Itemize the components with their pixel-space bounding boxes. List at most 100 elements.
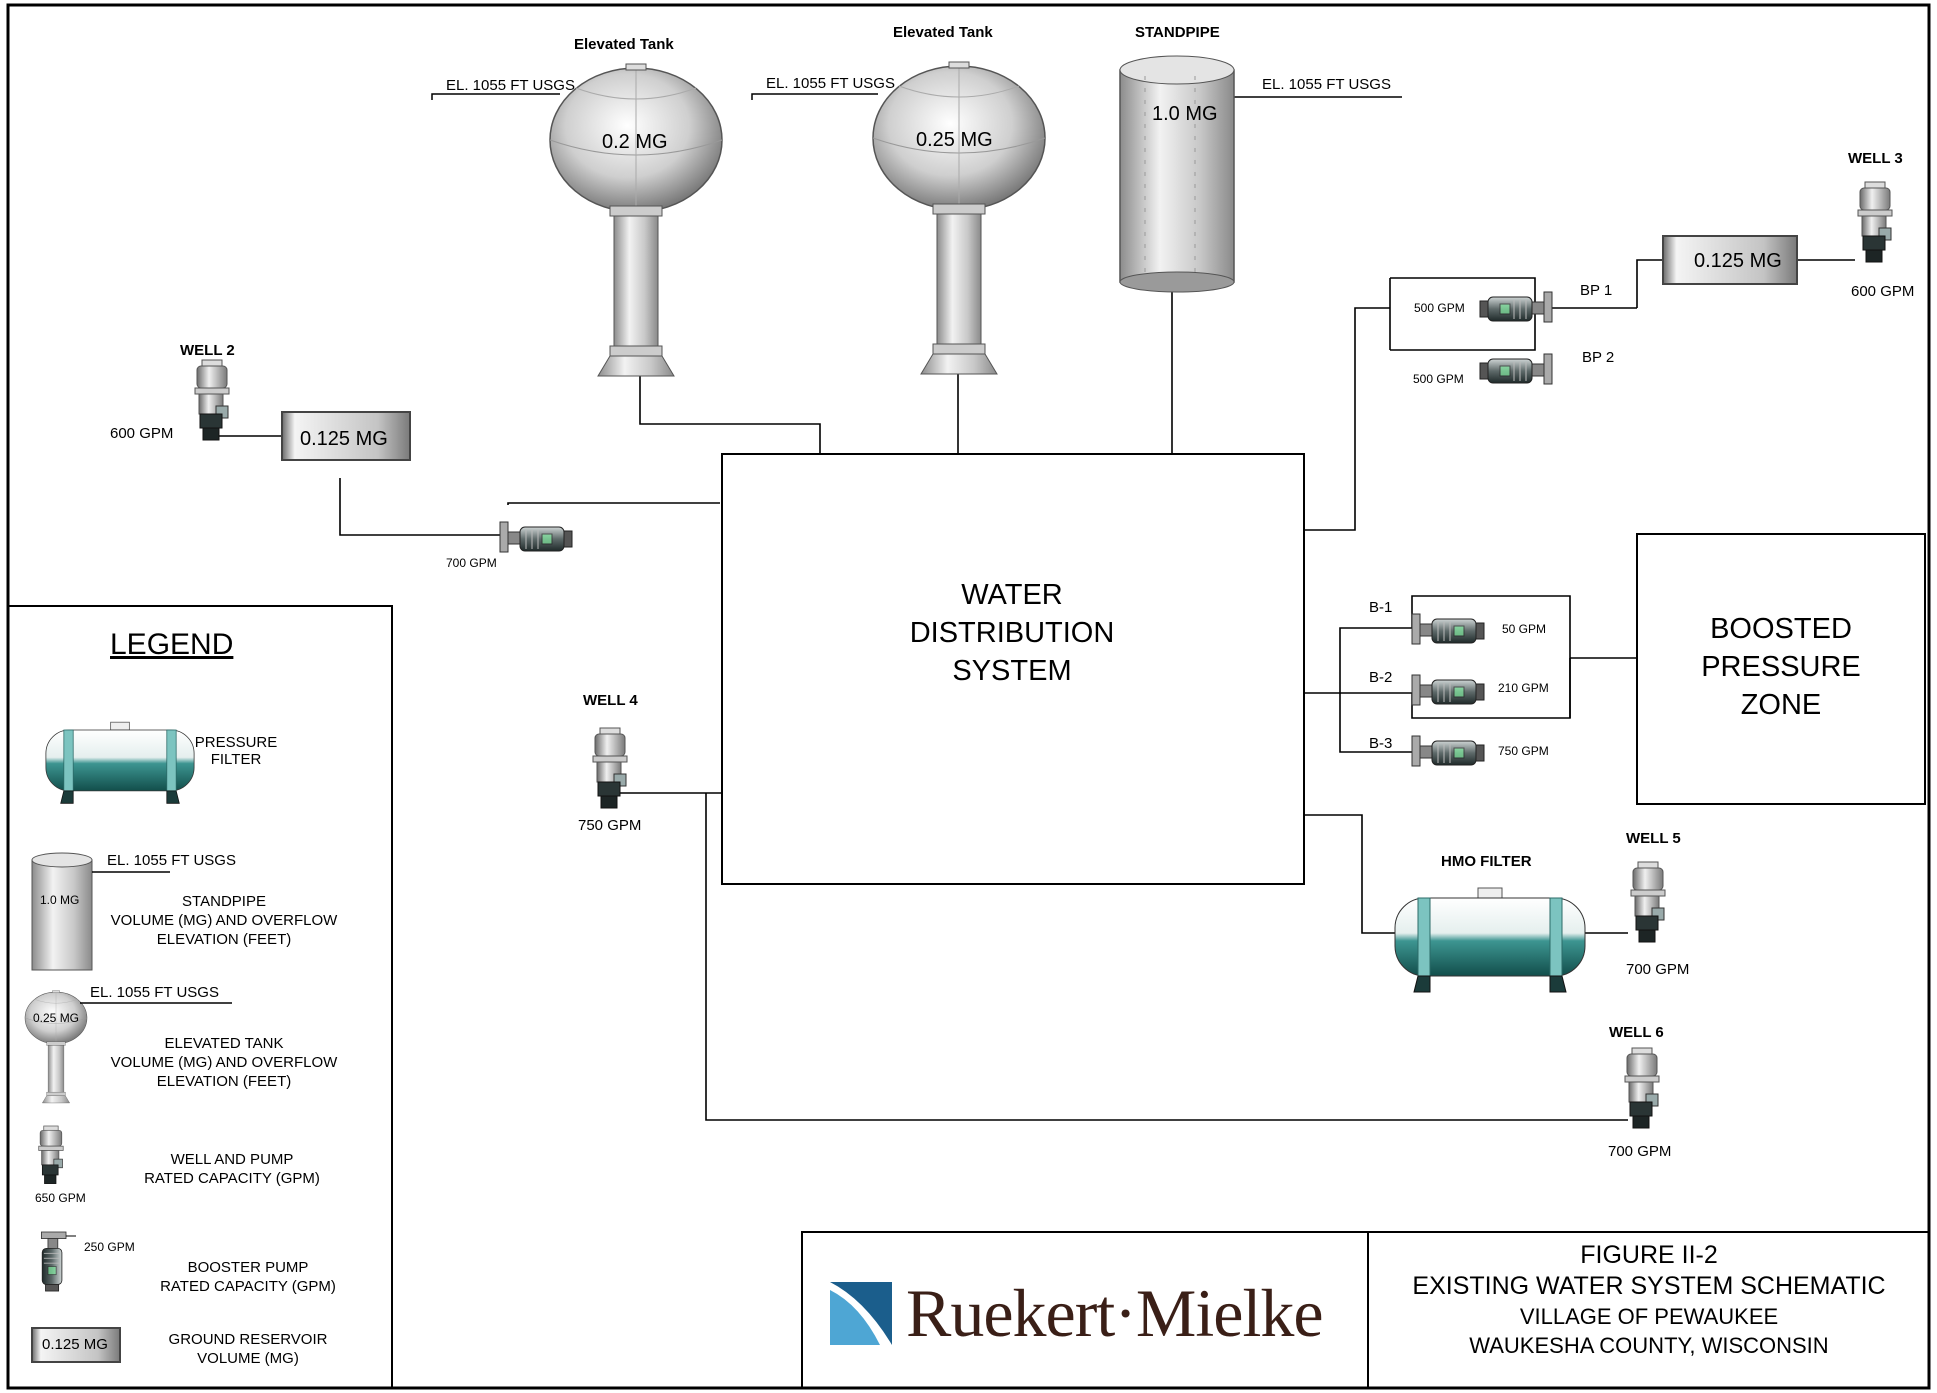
legend-reservoir-line1: GROUND RESERVOIR: [168, 1331, 328, 1348]
boosted-zone-label: BOOSTED PRESSURE ZONE: [1660, 610, 1902, 724]
well4-capacity: 750 GPM: [578, 817, 642, 834]
well3-reservoir-volume: 0.125 MG: [1694, 250, 1782, 272]
well2-symbol: [194, 359, 230, 441]
distribution-line2: DISTRIBUTION: [909, 617, 1115, 649]
legend-reservoir-line2: VOLUME (MG): [197, 1350, 299, 1367]
boosted-zone-box: [1636, 533, 1926, 805]
elevated-tank-right-elevation: EL. 1055 FT USGS: [766, 75, 895, 92]
elevation-markers: [431, 93, 1402, 100]
figure-number: FIGURE II-2: [1580, 1241, 1718, 1269]
well3-capacity: 600 GPM: [1851, 283, 1915, 300]
bp2-name: BP 2: [1582, 349, 1615, 366]
b1-capacity: 50 GPM: [1502, 622, 1547, 636]
well6-symbol: [1624, 1047, 1660, 1129]
elevated-tank-right-volume: 0.25 MG: [916, 129, 993, 151]
legend-reservoir-volume: 0.125 MG: [42, 1336, 108, 1353]
bp2-symbol: [1479, 353, 1553, 385]
bp2-capacity: 500 GPM: [1413, 372, 1464, 386]
b1-symbol: [1411, 613, 1485, 645]
figure-county: WAUKESHA COUNTY, WISCONSIN: [1469, 1333, 1829, 1358]
hmo-filter-symbol: [1394, 887, 1586, 993]
hmo-filter-label: HMO FILTER: [1441, 853, 1532, 870]
well2-reservoir-volume: 0.125 MG: [300, 428, 388, 450]
reservoir-well3-symbol: [1662, 235, 1798, 285]
well4-name: WELL 4: [583, 692, 638, 709]
title-block-text: FIGURE II-2 EXISTING WATER SYSTEM SCHEMA…: [1370, 1240, 1928, 1360]
bp1-symbol: [1479, 291, 1553, 323]
well2-pump-capacity: 700 GPM: [446, 556, 497, 570]
well2-name: WELL 2: [180, 342, 235, 359]
legend-elevated-text: ELEVATED TANK VOLUME (MG) AND OVERFLOW E…: [96, 1034, 352, 1091]
legend-filter-text: PRESSURE FILTER: [176, 734, 296, 769]
legend-elevated-tank-icon: [24, 990, 88, 1104]
elevated-tank-right-title: Elevated Tank: [893, 24, 993, 41]
legend-booster-line1: BOOSTER PUMP: [187, 1259, 309, 1276]
elevated-tank-left-volume: 0.2 MG: [602, 131, 668, 153]
legend-standpipe-icon: [31, 852, 170, 971]
legend-standpipe-volume: 1.0 MG: [40, 893, 80, 907]
distribution-box: [721, 453, 1305, 885]
legend-elevated-line1: ELEVATED TANK: [164, 1035, 284, 1052]
standpipe-title: STANDPIPE: [1135, 24, 1220, 41]
b2-name: B-2: [1369, 669, 1393, 686]
elevated-tank-left-elevation: EL. 1055 FT USGS: [446, 77, 575, 94]
legend-booster-icon: [40, 1231, 67, 1292]
legend-standpipe-text: STANDPIPE VOLUME (MG) AND OVERFLOW ELEVA…: [96, 892, 352, 949]
ruekert-mielke-logo-text: Ruekert·Mielke: [906, 1275, 1324, 1351]
boosted-line2: PRESSURE: [1701, 651, 1861, 683]
b1-name: B-1: [1369, 599, 1393, 616]
legend-well-line2: RATED CAPACITY (GPM): [144, 1170, 320, 1187]
legend-well-line1: WELL AND PUMP: [170, 1151, 294, 1168]
well2-pump-symbol: [499, 521, 573, 553]
legend-filter-line2: FILTER: [210, 751, 262, 769]
elevated-tank-left-symbol: [549, 63, 723, 377]
well3-symbol: [1857, 181, 1893, 263]
legend-well-icon: [38, 1125, 64, 1184]
legend-reservoir-text: GROUND RESERVOIR VOLUME (MG): [148, 1330, 348, 1368]
distribution-line3: SYSTEM: [952, 655, 1072, 687]
legend-elevated-line3: ELEVATION (FEET): [156, 1073, 292, 1090]
well3-name: WELL 3: [1848, 150, 1903, 167]
bp1-capacity: 500 GPM: [1414, 301, 1465, 315]
legend-booster-text: BOOSTER PUMP RATED CAPACITY (GPM): [128, 1258, 368, 1296]
well5-capacity: 700 GPM: [1626, 961, 1690, 978]
well2-capacity: 600 GPM: [110, 425, 174, 442]
legend-filter-icon: [45, 721, 195, 804]
elevated-tank-right-symbol: [872, 61, 1046, 375]
b2-symbol: [1411, 674, 1485, 706]
boosted-line3: ZONE: [1740, 689, 1822, 721]
legend-elevated-line2: VOLUME (MG) AND OVERFLOW: [110, 1054, 338, 1071]
standpipe-symbol: [1119, 55, 1235, 293]
b2-capacity: 210 GPM: [1498, 681, 1549, 695]
legend-filter-line1: PRESSURE: [194, 734, 278, 751]
elevated-tank-left-title: Elevated Tank: [574, 36, 674, 53]
reservoir-well2-symbol: [281, 411, 411, 461]
well6-capacity: 700 GPM: [1608, 1143, 1672, 1160]
standpipe-volume: 1.0 MG: [1152, 103, 1218, 125]
legend-reservoir-icon: [31, 1327, 121, 1363]
figure-place: VILLAGE OF PEWAUKEE: [1519, 1304, 1779, 1329]
legend-box: [7, 605, 393, 1389]
well6-name: WELL 6: [1609, 1024, 1664, 1041]
legend-standpipe-line2: VOLUME (MG) AND OVERFLOW: [110, 912, 338, 929]
legend-standpipe-line1: STANDPIPE: [182, 893, 266, 910]
well5-name: WELL 5: [1626, 830, 1681, 847]
boosted-line1: BOOSTED: [1710, 613, 1852, 645]
legend-standpipe-line3: ELEVATION (FEET): [156, 931, 292, 948]
b3-name: B-3: [1369, 735, 1393, 752]
distribution-label: WATER DISTRIBUTION SYSTEM: [862, 576, 1162, 690]
legend-booster-line2: RATED CAPACITY (GPM): [160, 1278, 336, 1295]
bp1-name: BP 1: [1580, 282, 1613, 299]
b3-capacity: 750 GPM: [1498, 744, 1549, 758]
ruekert-mielke-logo-mark: [830, 1282, 892, 1345]
legend-elevated-volume: 0.25 MG: [33, 1011, 80, 1025]
well4-symbol: [592, 727, 628, 809]
distribution-line1: WATER: [961, 579, 1063, 611]
figure-title: EXISTING WATER SYSTEM SCHEMATIC: [1412, 1272, 1886, 1300]
legend-title: LEGEND: [110, 628, 234, 661]
standpipe-elevation: EL. 1055 FT USGS: [1262, 76, 1391, 93]
legend-well-capacity: 650 GPM: [35, 1191, 86, 1205]
b3-symbol: [1411, 735, 1485, 767]
